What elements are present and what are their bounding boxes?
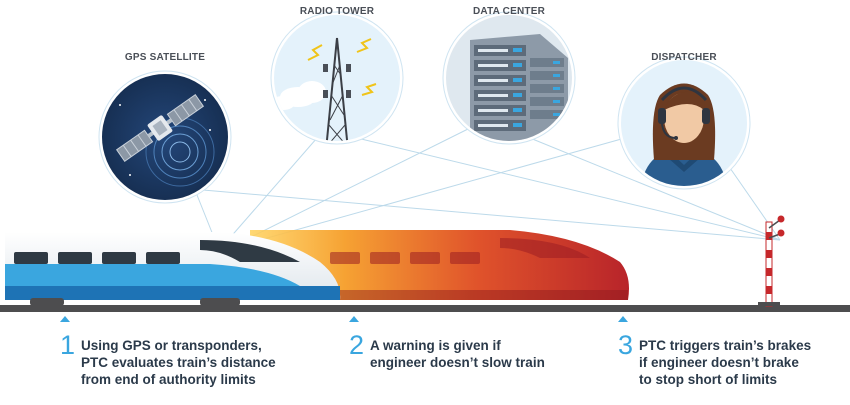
gps-satellite-icon [98, 70, 232, 204]
step-text: A warning is given if engineer doesn’t s… [370, 338, 545, 370]
signal-lines [196, 127, 781, 241]
dispatcher-icon [617, 56, 751, 190]
step-number: 3 [618, 330, 634, 360]
train-icon [5, 232, 341, 306]
step-3: 3 PTC triggers train’s brakes if enginee… [618, 331, 811, 388]
step-2: 2 A warning is given if engineer doesn’t… [349, 331, 545, 371]
signal-post-icon [758, 215, 785, 307]
data-center-label: DATA CENTER [473, 6, 546, 17]
step-2-marker [349, 316, 359, 322]
step-number: 2 [349, 330, 365, 360]
step-3-marker [618, 316, 628, 322]
step-text: PTC triggers train’s brakes if engineer … [639, 338, 812, 387]
radio-tower-icon [270, 11, 404, 145]
track [0, 305, 850, 312]
step-text: Using GPS or transponders, PTC evaluates… [81, 338, 276, 387]
step-number: 1 [60, 330, 76, 360]
data-center-icon [442, 11, 576, 145]
dispatcher-label: DISPATCHER [651, 52, 717, 63]
train-warning-gradient [250, 230, 629, 300]
step-1: 1 Using GPS or transponders, PTC evaluat… [60, 331, 276, 388]
step-1-marker [60, 316, 70, 322]
gps-satellite-label: GPS SATELLITE [125, 52, 205, 63]
radio-tower-label: RADIO TOWER [300, 6, 375, 17]
